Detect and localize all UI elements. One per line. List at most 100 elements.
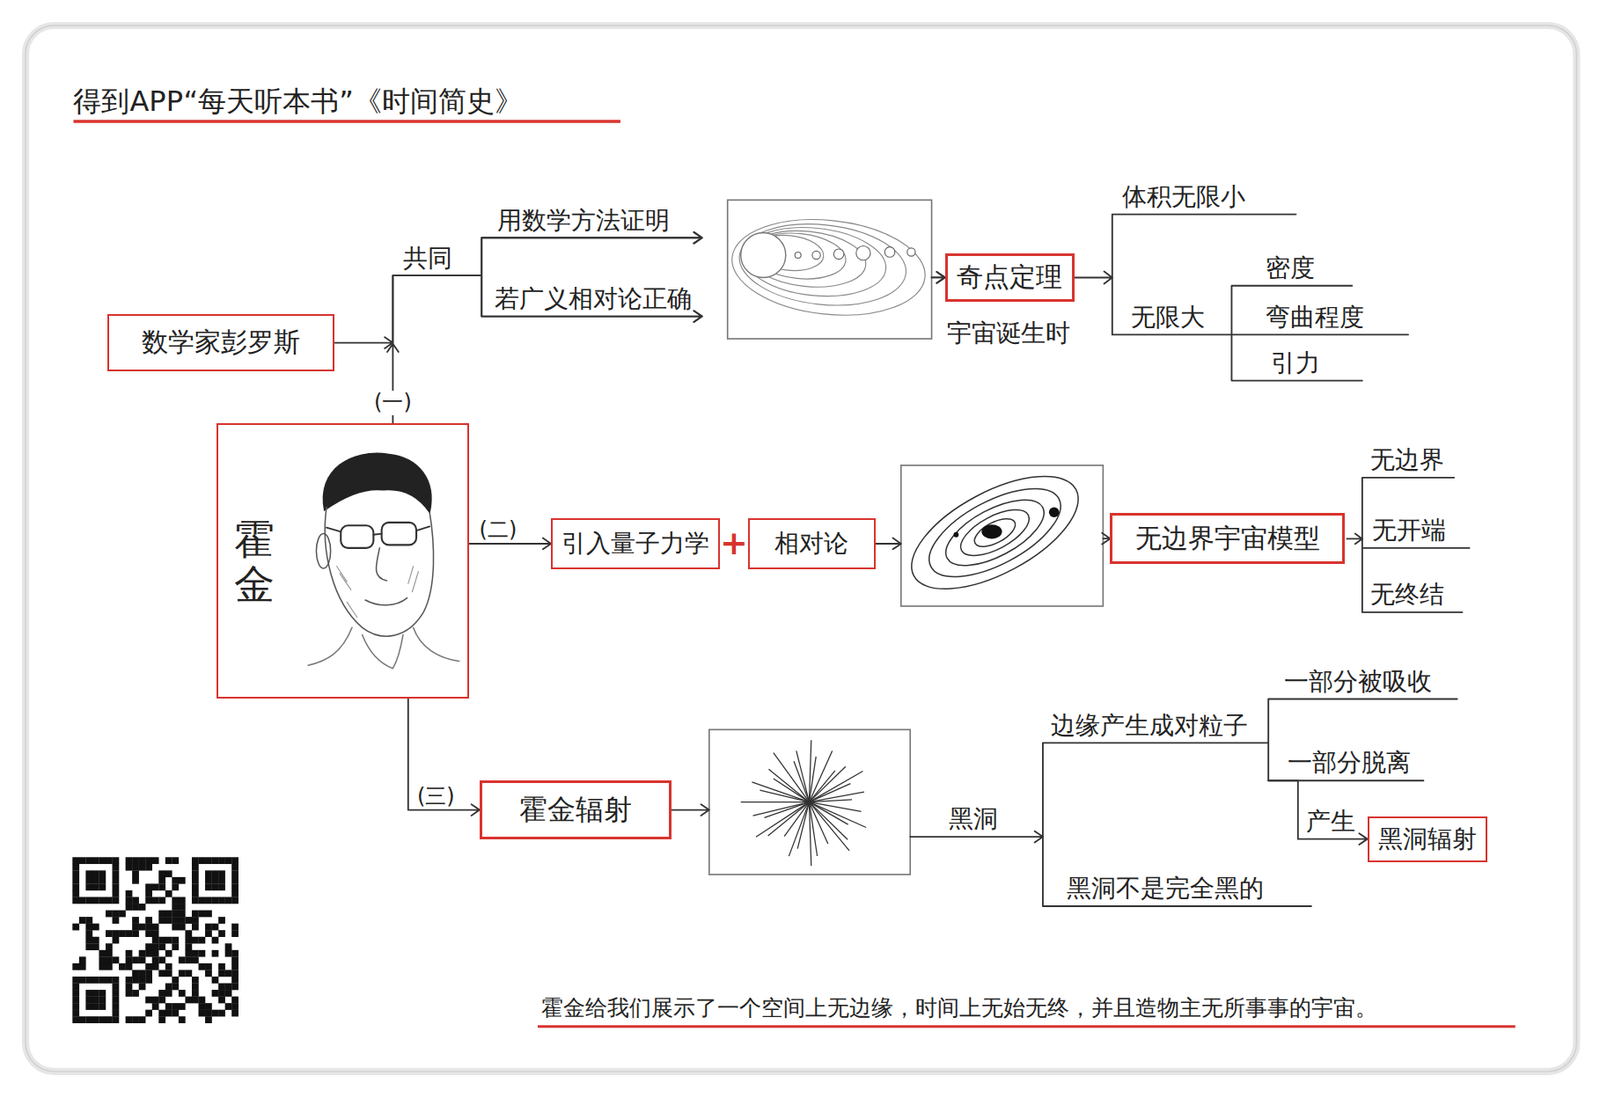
concept-box: 黑洞辐射 [1367, 816, 1489, 863]
nose [375, 548, 387, 581]
qr-module [79, 897, 87, 905]
mouth [365, 598, 408, 606]
qr-module [165, 963, 173, 971]
branch-label: 无开端 [1372, 516, 1446, 545]
qr-module [158, 937, 166, 945]
qr-module [132, 897, 140, 905]
qr-module [132, 976, 140, 984]
qr-module [212, 1010, 220, 1018]
box-label: 霍金辐射 [519, 793, 632, 827]
orbits [726, 210, 930, 324]
qr-module [171, 937, 179, 945]
qr-module [191, 917, 199, 925]
qr-module [218, 983, 226, 991]
qr-module [152, 883, 160, 891]
connector-line [408, 698, 480, 816]
qr-module [231, 976, 239, 984]
qr-module [98, 897, 106, 905]
qr-module [171, 910, 179, 918]
orbit-picture [726, 199, 932, 339]
qr-module [112, 890, 120, 898]
qr-module [231, 956, 239, 964]
ray [793, 761, 809, 802]
connector [875, 533, 1111, 551]
qr-module [198, 963, 206, 971]
qr-module [145, 924, 153, 932]
branch-label: 共同 [403, 244, 453, 273]
qr-module [218, 897, 226, 905]
qr-module [178, 897, 186, 905]
qr-module [158, 990, 166, 998]
qr-module [171, 877, 179, 885]
qr-module [85, 990, 93, 998]
qr-module [231, 864, 239, 872]
qr-module [98, 883, 106, 891]
qr-module [125, 976, 133, 984]
qr-module [152, 897, 160, 905]
qr-module [139, 956, 147, 964]
picture-frame [901, 465, 1104, 607]
qr-module [218, 997, 226, 1005]
qr-module [184, 917, 192, 925]
box-label: 黑洞辐射 [1378, 825, 1477, 854]
qr-module [171, 943, 179, 951]
qr-module [158, 917, 166, 925]
qr-module [158, 956, 166, 964]
hawking-portrait [308, 453, 460, 668]
qr-module [105, 943, 113, 951]
qr-module [191, 924, 199, 932]
orbit [916, 470, 1074, 595]
qr-module [191, 877, 199, 885]
qr-module [171, 983, 179, 991]
qr-module [205, 910, 213, 918]
qr-module [125, 857, 133, 865]
qr-module [105, 1016, 113, 1024]
diagram-title: 得到APP“每天听本书”《时间简史》 [73, 85, 522, 118]
ray [808, 802, 867, 829]
leader-arrow [1346, 534, 1362, 545]
qr-module [158, 1016, 166, 1024]
ear [315, 534, 331, 569]
ray [808, 784, 851, 803]
qr-module [105, 976, 113, 984]
branch-label: 产生 [1306, 807, 1356, 837]
glasses-lens [340, 525, 374, 549]
qr-module [132, 990, 140, 998]
ray [755, 802, 809, 838]
qr-module [165, 1003, 173, 1011]
qr-module [218, 870, 226, 878]
qr-module [105, 897, 113, 905]
qr-module [132, 969, 140, 977]
card-border [25, 25, 1577, 1072]
qr-module [85, 877, 93, 885]
qr-module [132, 917, 140, 925]
connector [671, 742, 1368, 845]
qr-module [171, 1003, 179, 1011]
qr-module [118, 910, 126, 918]
qr-module [158, 870, 166, 878]
box-label: 无边界宇宙模型 [1135, 523, 1321, 555]
qr-module [205, 883, 213, 891]
qr-module [225, 969, 233, 977]
qr-module [165, 969, 173, 977]
qr-module [125, 903, 133, 911]
qr-module [105, 950, 113, 958]
qr-module [79, 956, 87, 964]
qr-module [225, 943, 233, 951]
collar [308, 627, 460, 668]
qr-module [79, 963, 87, 971]
qr-module [205, 1016, 213, 1024]
qr-module [72, 976, 80, 984]
qr-module [79, 917, 87, 925]
qr-module [212, 937, 220, 945]
qr-module [125, 983, 133, 991]
qr-module [125, 990, 133, 998]
qr-module [72, 857, 80, 865]
qr-module [198, 857, 206, 865]
qr-module [85, 917, 93, 925]
qr-module [231, 890, 239, 898]
ray [773, 753, 810, 803]
glasses-lens [381, 522, 417, 546]
planet [884, 247, 896, 258]
branch-label: 弯曲程度 [1265, 303, 1365, 332]
